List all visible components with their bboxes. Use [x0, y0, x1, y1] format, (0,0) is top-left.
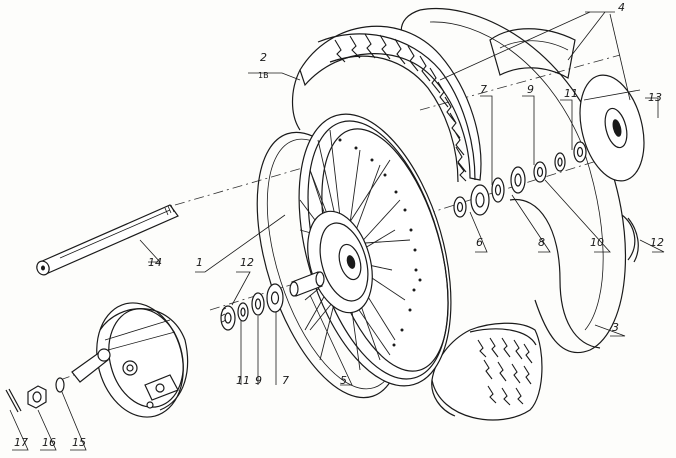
label-10: 10: [590, 236, 604, 249]
dust-cover-disc: [579, 74, 645, 182]
liner-fragment-right: [621, 214, 639, 263]
rim-spoke-holes: [338, 138, 422, 347]
label-4: 4: [618, 1, 625, 14]
label-2-sub: 1B: [258, 71, 269, 80]
label-7-bottom: 7: [282, 374, 289, 387]
label-7-top: 7: [480, 83, 487, 96]
label-3: 3: [612, 321, 619, 334]
label-1: 1: [196, 256, 203, 269]
label-12-left: 12: [240, 256, 254, 269]
tyre: [291, 25, 543, 421]
leader-lines: [9, 11, 665, 451]
label-16: 16: [42, 436, 56, 449]
label-2: 2: [260, 51, 267, 64]
bearing-stack-right: [453, 141, 587, 218]
label-13: 13: [648, 91, 662, 104]
label-11-top: 11: [564, 87, 578, 100]
label-9-bottom: 9: [255, 374, 262, 387]
label-14: 14: [148, 256, 162, 269]
label-8: 8: [538, 236, 545, 249]
label-5: 5: [340, 374, 347, 387]
label-11-bottom: 11: [236, 374, 250, 387]
label-12-right: 12: [650, 236, 664, 249]
callouts: 2 1B 4 7 9 11 13 6 8 10 12 3 1 14 12 11 …: [14, 1, 664, 449]
rim-liner: [489, 28, 576, 79]
label-9-top: 9: [527, 83, 534, 96]
spoked-wheel: [298, 113, 452, 387]
bearing-stack-left: [220, 271, 325, 331]
label-15: 15: [72, 436, 86, 449]
label-17: 17: [14, 436, 28, 449]
label-6: 6: [476, 236, 483, 249]
axle-spindle: [36, 204, 179, 276]
brake-plate: [71, 302, 189, 418]
axle-nut-parts: [5, 377, 65, 413]
